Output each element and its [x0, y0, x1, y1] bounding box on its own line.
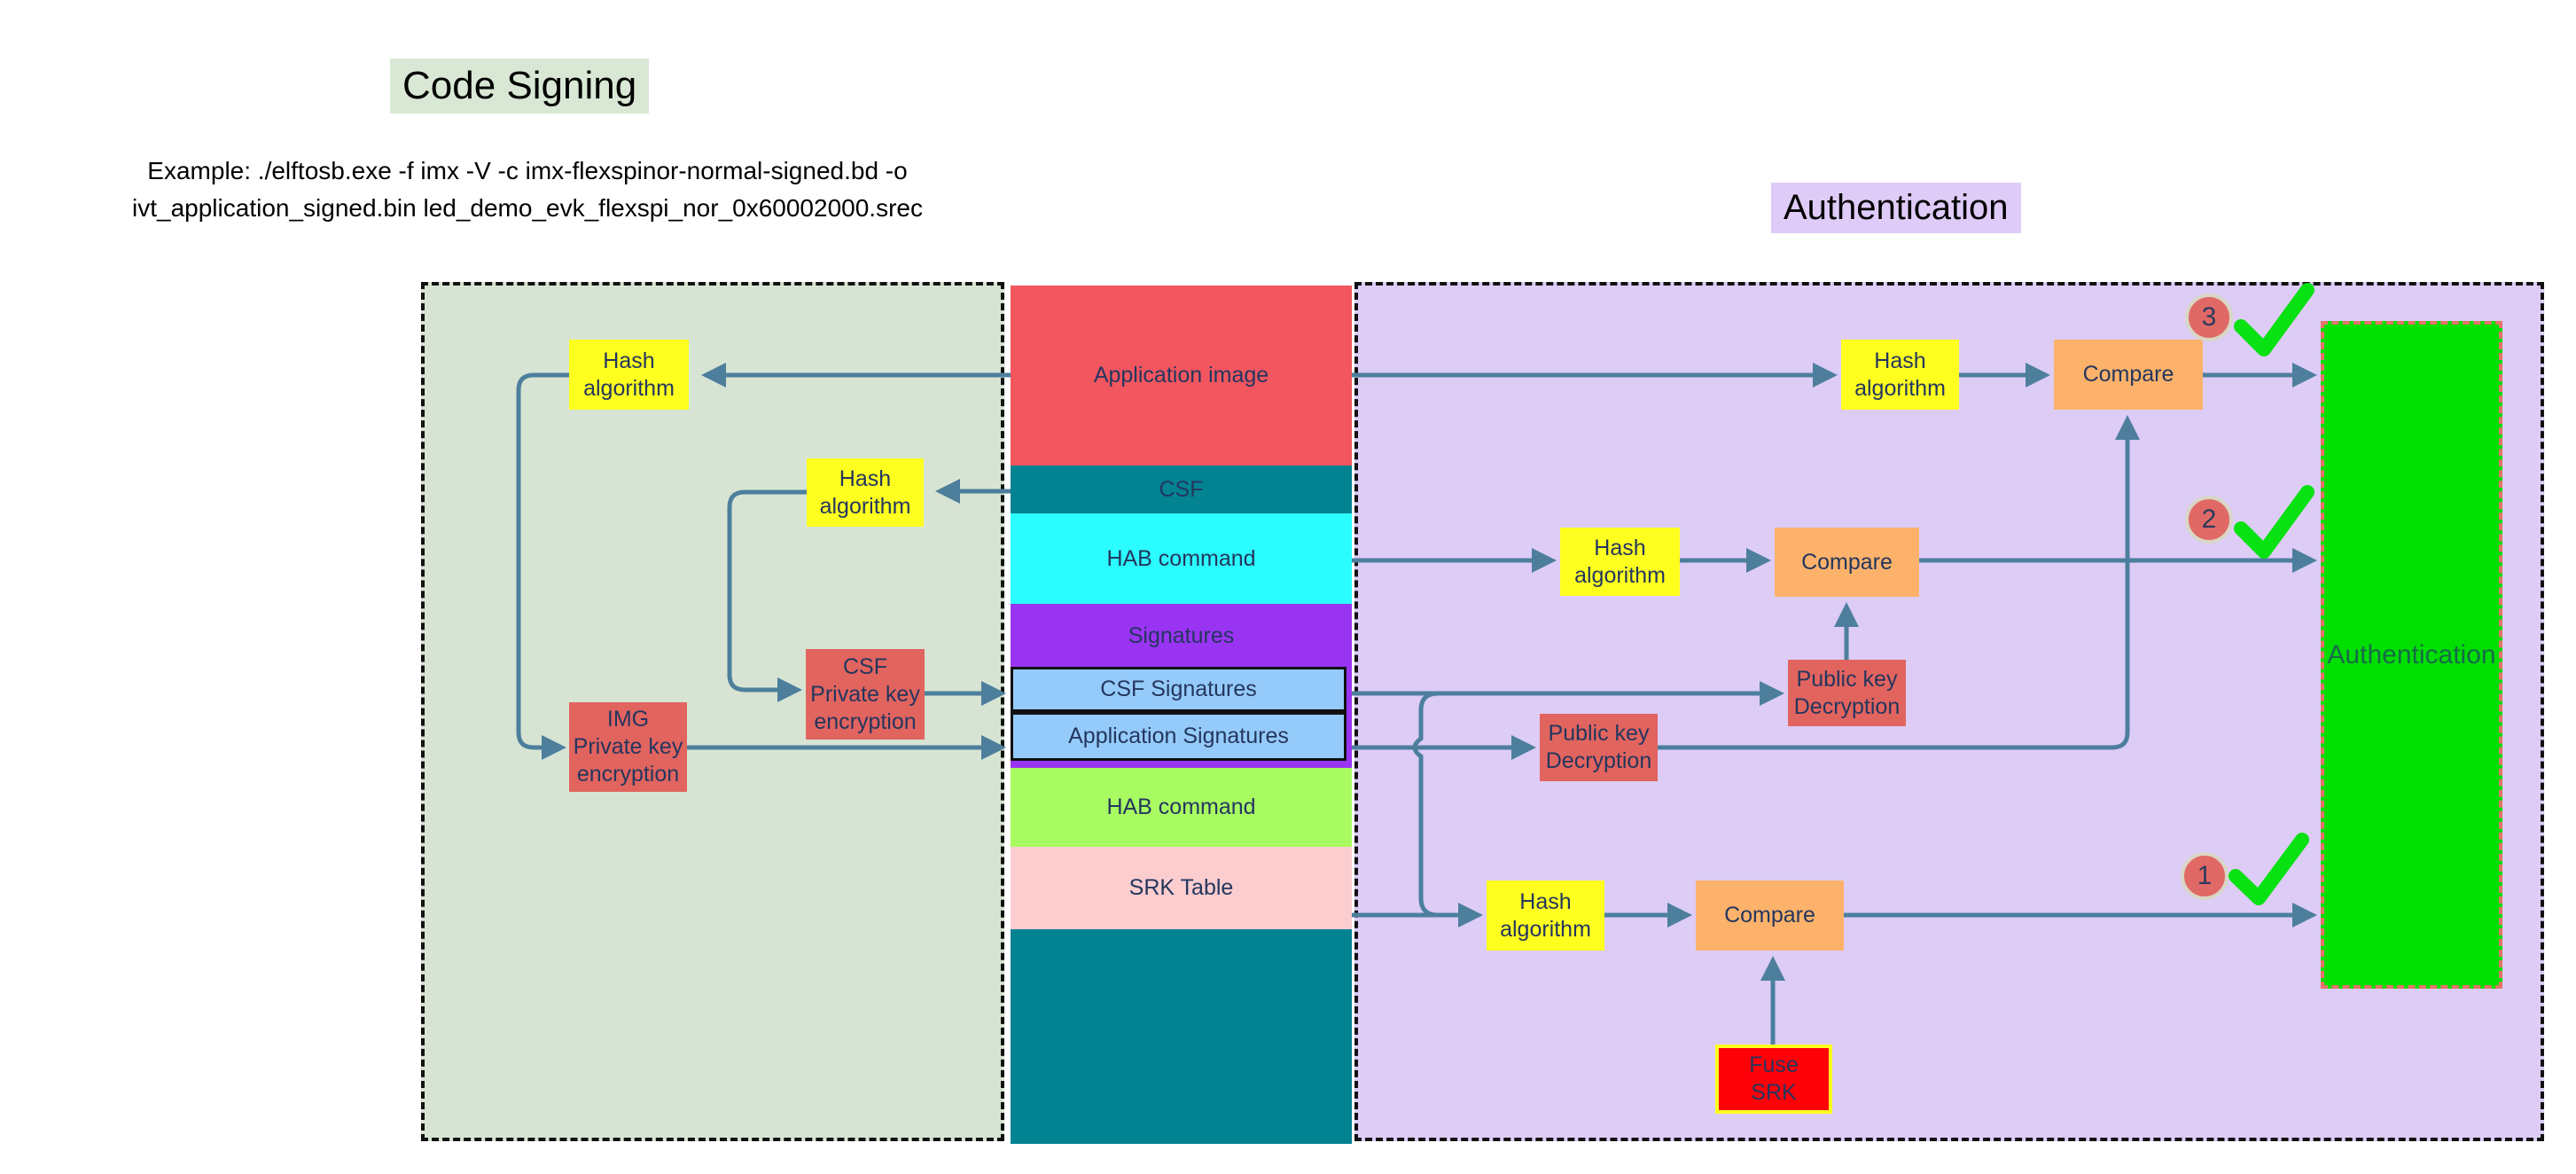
- memory-map-column: Application image CSF HAB command Signat…: [1011, 286, 1352, 1144]
- hash-algorithm-box-csf: Hash algorithm: [807, 458, 924, 527]
- memory-block-srk-table: SRK Table: [1011, 847, 1352, 929]
- authentication-title: Authentication: [1771, 183, 2021, 233]
- authentication-result-box: Authentication: [2321, 321, 2502, 989]
- step-badge-2: 2: [2185, 496, 2233, 544]
- memory-block-hab-command-upper: HAB command: [1011, 513, 1352, 604]
- memory-block-csf: CSF: [1011, 466, 1352, 513]
- memory-block-reserved: [1011, 929, 1352, 1144]
- img-private-key-encryption-box: IMG Private key encryption: [569, 702, 687, 792]
- memory-block-hab-command-lower: HAB command: [1011, 768, 1352, 847]
- hash-algorithm-box-srk: Hash algorithm: [1487, 880, 1604, 951]
- memory-block-csf-signatures: CSF Signatures: [1011, 667, 1347, 712]
- compare-box-1: Compare: [1696, 880, 1844, 951]
- memory-block-signatures: Signatures CSF Signatures Application Si…: [1011, 604, 1352, 768]
- memory-block-label: HAB command: [1106, 545, 1256, 571]
- hash-algorithm-box-img: Hash algorithm: [569, 340, 689, 410]
- hash-algorithm-box-app-verify: Hash algorithm: [1841, 340, 1959, 410]
- memory-block-label: CSF Signatures: [1100, 677, 1257, 701]
- public-key-decryption-box-app: Public key Decryption: [1540, 714, 1658, 781]
- fuse-srk-box: Fuse SRK: [1715, 1045, 1832, 1114]
- compare-box-2: Compare: [1775, 528, 1919, 597]
- memory-block-application-image: Application image: [1011, 286, 1352, 466]
- memory-block-label: SRK Table: [1128, 875, 1234, 900]
- hash-algorithm-box-csf-verify: Hash algorithm: [1560, 528, 1680, 596]
- example-command-line2: ivt_application_signed.bin led_demo_evk_…: [132, 194, 923, 222]
- memory-block-label: Signatures: [1128, 623, 1235, 648]
- csf-private-key-encryption-box: CSF Private key encryption: [806, 649, 925, 740]
- memory-block-label: HAB command: [1106, 794, 1256, 819]
- compare-box-3: Compare: [2054, 340, 2203, 410]
- memory-block-label: CSF: [1159, 476, 1204, 502]
- public-key-decryption-box-csf: Public key Decryption: [1788, 660, 1906, 726]
- step-badge-3: 3: [2185, 294, 2233, 341]
- memory-block-application-signatures: Application Signatures: [1011, 712, 1347, 761]
- example-command-text: Example: ./elftosb.exe -f imx -V -c imx-…: [44, 153, 1011, 227]
- step-badge-1: 1: [2181, 852, 2229, 900]
- code-signing-title: Code Signing: [390, 59, 650, 113]
- memory-block-label: Application Signatures: [1068, 724, 1289, 748]
- example-command-line1: Example: ./elftosb.exe -f imx -V -c imx-…: [147, 157, 908, 184]
- memory-block-label: Application image: [1093, 363, 1269, 387]
